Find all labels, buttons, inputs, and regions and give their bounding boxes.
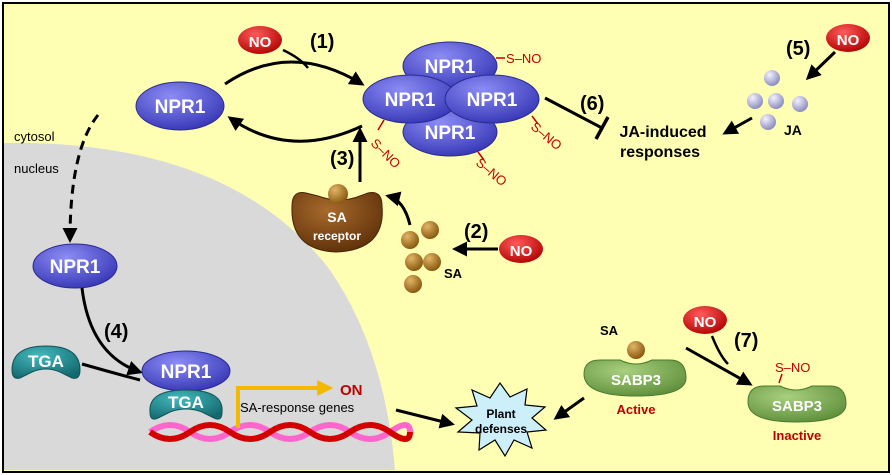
arrow-npr1-to-complex [80, 287, 143, 376]
sabp3-active-state: Active [616, 402, 655, 417]
plant-defenses-burst [454, 381, 548, 458]
npr1-oligomer-bottom-label: NPR1 [425, 123, 476, 144]
arrow-genes-to-defenses [395, 408, 455, 429]
inhibition-line-6 [544, 96, 603, 130]
npr1-monomer-cytosol [135, 81, 225, 131]
no-badge-5 [826, 24, 870, 52]
arrow-active-to-inactive [685, 346, 753, 386]
step-1-label: (1) [310, 31, 334, 53]
sa-response-genes-label: SA-response genes [240, 400, 355, 415]
step-4-label: (4) [104, 321, 128, 343]
ja-responses-line2: responses [620, 144, 700, 161]
sabp3-inactive-label: SABP3 [772, 398, 822, 415]
plant-defenses-line2: defenses [475, 422, 527, 436]
no-badge-7 [683, 306, 727, 334]
npr1-oligomer-right-label: NPR1 [467, 90, 518, 111]
nucleus-label: nucleus [14, 161, 59, 176]
step-3-label: (3) [330, 148, 354, 170]
no-badge-5-label: NO [837, 32, 860, 49]
arrow-tga-to-complex [81, 362, 141, 382]
no-badge-1-label: NO [249, 34, 272, 51]
step-6-label: (6) [580, 93, 604, 115]
sa-receptor-line2: receptor [313, 229, 361, 243]
arrow-no-to-ja [805, 50, 837, 81]
ja-molecule [768, 93, 784, 109]
arrow-sa-to-receptor [385, 191, 412, 226]
sno-tag-line-sabp3 [778, 373, 783, 384]
tga-free-label: TGA [28, 352, 64, 371]
sabp3-sa-molecule [627, 341, 645, 359]
ja-molecule [760, 114, 776, 130]
sabp3-inactive-state: Inactive [773, 428, 821, 443]
npr1-oligomer-left-label: NPR1 [385, 90, 436, 111]
ja-label: JA [784, 122, 802, 138]
no-1-connector [282, 48, 309, 69]
no-badge-7-label: NO [694, 314, 717, 331]
gene-on-label: ON [340, 382, 363, 399]
arrow-oligomer-to-monomer [227, 116, 363, 143]
npr1-oligomer-top-label: NPR1 [425, 57, 476, 78]
sno-tag-1: S–NO [506, 51, 541, 66]
tga-free [11, 345, 81, 379]
step-2-label: (2) [464, 221, 488, 243]
step-5-label: (5) [786, 38, 810, 60]
tga-complex-label: TGA [168, 393, 204, 412]
npr1-nucleus-label: NPR1 [50, 257, 101, 278]
ja-molecule [747, 93, 763, 109]
sabp3-active-label: SABP3 [611, 372, 661, 389]
npr1-complex-label: NPR1 [161, 362, 212, 383]
arrow-monomer-to-oligomer [224, 60, 365, 86]
inhibition-bar-6 [594, 116, 610, 140]
arrow-ja-to-responses [722, 116, 753, 135]
sa-molecule [404, 275, 422, 293]
no-badge-1 [238, 26, 282, 54]
arrow-sabp3-to-defenses [553, 396, 585, 420]
sa-molecule [421, 221, 439, 239]
npr1-oligomer-right [444, 74, 540, 124]
gene-activation-arrow [236, 380, 334, 428]
arrow-npr1-nuclear-import [62, 114, 100, 243]
npr1-monomer-label: NPR1 [155, 97, 206, 118]
sabp3-inactive [747, 385, 847, 423]
sabp3-active [583, 359, 687, 397]
ja-responses-line1: JA-induced [619, 124, 706, 141]
sa-molecule [401, 231, 419, 249]
ja-molecule [764, 70, 780, 86]
sa-molecule [405, 253, 423, 271]
step-7-label: (7) [734, 330, 758, 352]
sa-receptor [291, 192, 383, 253]
sabp3-sa-label: SA [600, 323, 619, 338]
ja-molecule [792, 96, 808, 112]
sa-bound-molecule [328, 184, 348, 204]
sa-molecule [423, 253, 441, 271]
sno-tag-line-3 [531, 115, 539, 125]
sno-tag-line-4 [477, 151, 485, 161]
sno-tag-line-2 [377, 119, 385, 131]
cytosol-label: cytosol [14, 129, 55, 144]
no-badge-2-label: NO [510, 243, 533, 260]
npr1-nucleus [32, 243, 118, 289]
sa-label: SA [444, 266, 463, 281]
dna-helix [148, 422, 413, 442]
no-badge-2 [499, 235, 543, 263]
sa-receptor-line1: SA [327, 209, 346, 225]
plant-defenses-line1: Plant [486, 407, 515, 421]
tga-complex [149, 389, 223, 420]
sno-tag-sabp3: S–NO [775, 360, 810, 375]
no-7-connector [710, 335, 729, 365]
